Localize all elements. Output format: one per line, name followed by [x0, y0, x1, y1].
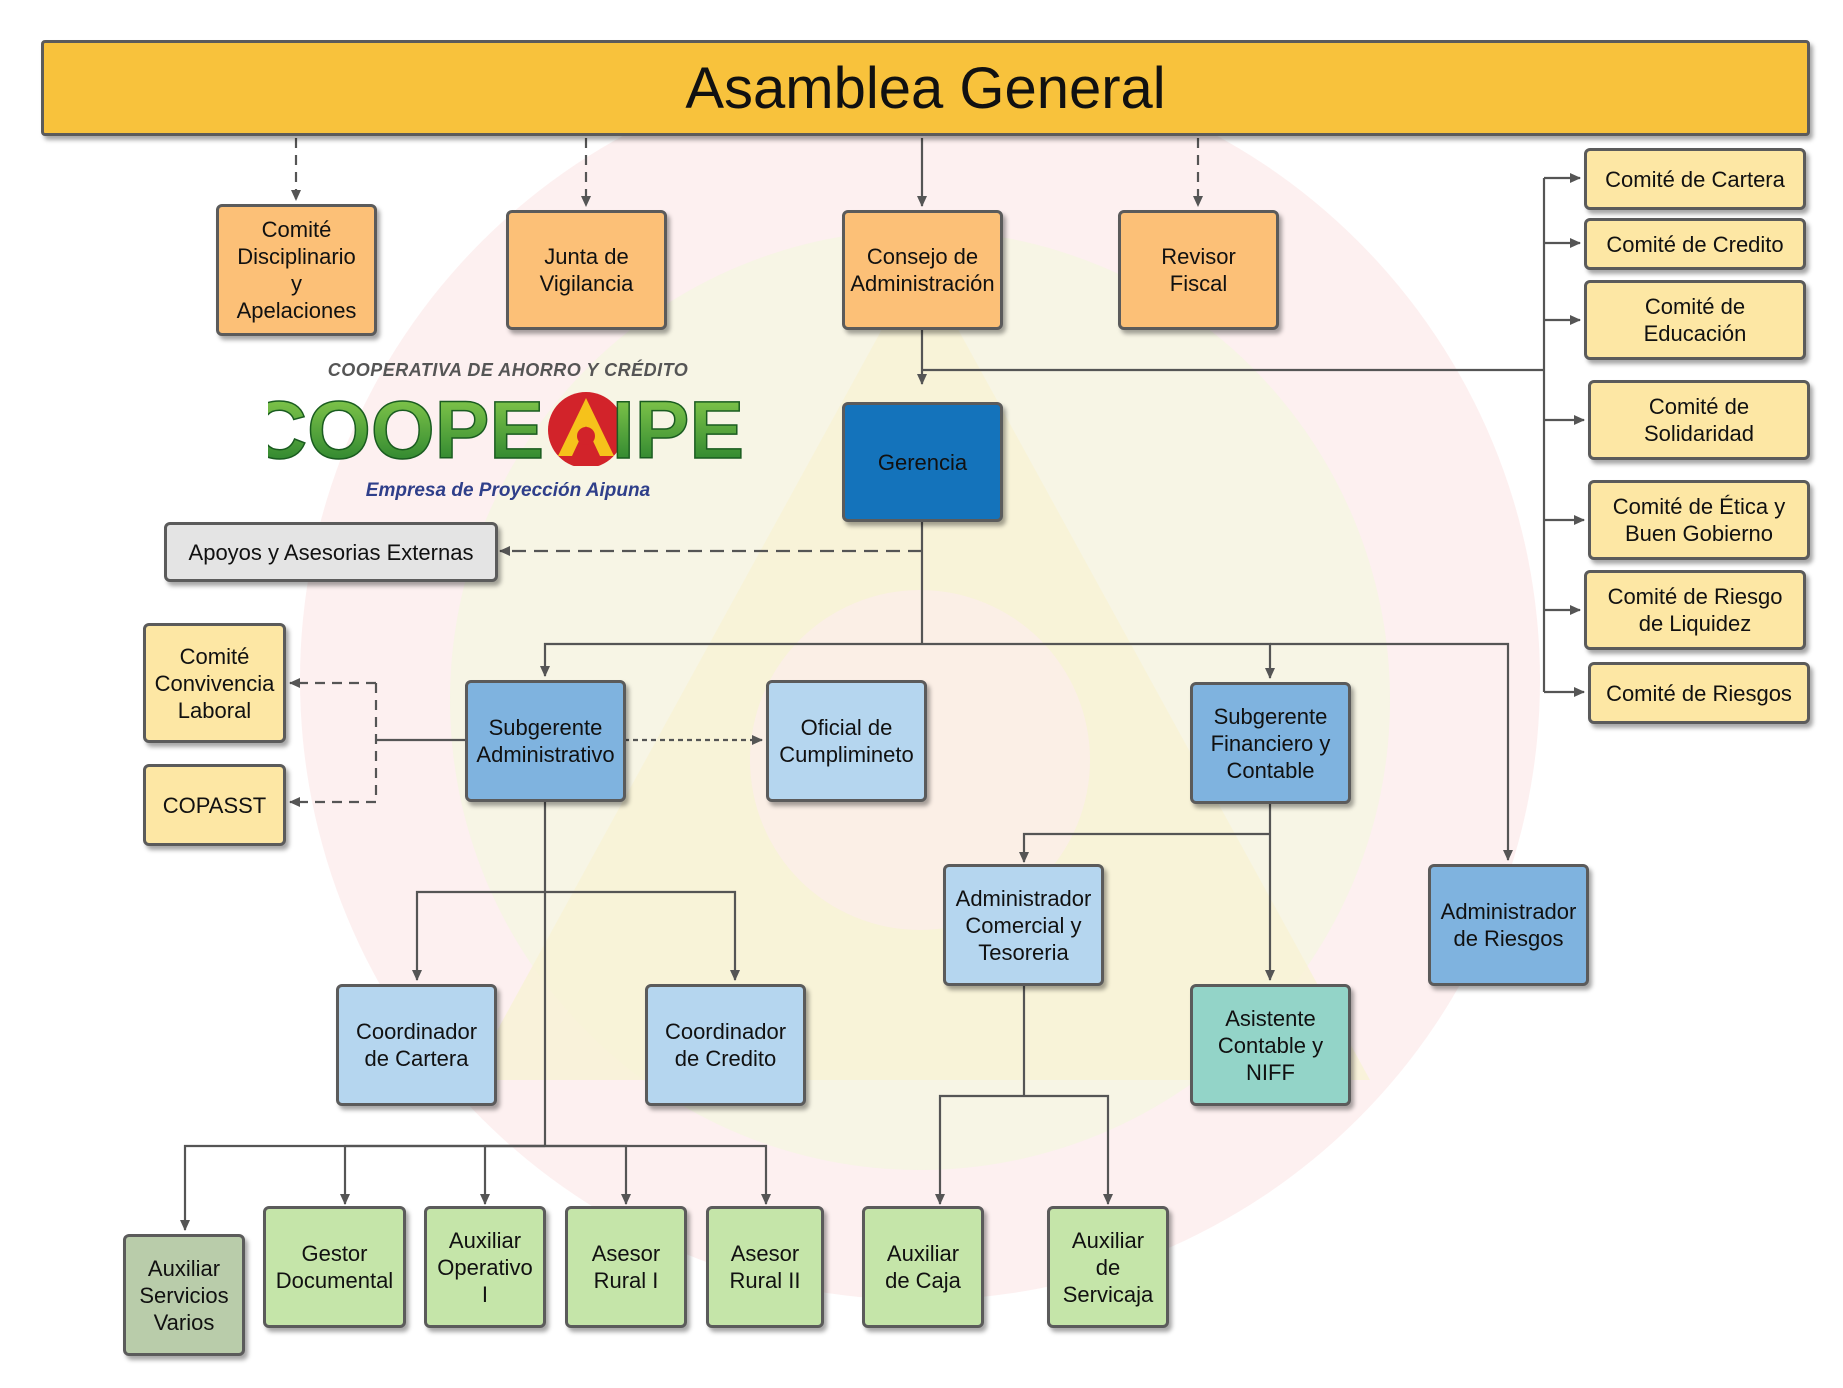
coordinador-credito-box: Coordinador de Credito — [645, 984, 806, 1106]
comite-solidaridad-box: Comité de Solidaridad — [1588, 380, 1810, 460]
logo-tagline: Empresa de Proyección Aipuna — [365, 480, 651, 501]
subgerente-administrativo-box: Subgerente Administrativo — [465, 680, 626, 802]
consejo-administracion-box: Consejo de Administración — [842, 210, 1003, 330]
administrador-riesgos-box: Administrador de Riesgos — [1428, 864, 1589, 986]
coordinador-cartera-box: Coordinador de Cartera — [336, 984, 497, 1106]
comite-cartera-box: Comité de Cartera — [1584, 148, 1806, 210]
comite-convivencia-box: Comité Convivencia Laboral — [143, 623, 286, 743]
auxiliar-servicios-varios-box: Auxiliar Servicios Varios — [123, 1234, 245, 1356]
gestor-documental-box: Gestor Documental — [263, 1206, 406, 1328]
comite-educacion-box: Comité de Educación — [1584, 280, 1806, 360]
gerencia-box: Gerencia — [842, 402, 1003, 522]
asistente-contable-box: Asistente Contable y NIFF — [1190, 984, 1351, 1106]
svg-text:IPE: IPE — [612, 386, 744, 466]
comite-etica-box: Comité de Ética y Buen Gobierno — [1588, 480, 1810, 560]
svg-text:COOPE: COOPE — [268, 386, 544, 466]
coopeaipe-logo: COOPERATIVA DE AHORRO Y CRÉDITO COOPE IP… — [268, 360, 748, 510]
subgerente-financiero-box: Subgerente Financiero y Contable — [1190, 682, 1351, 804]
administrador-comercial-box: Administrador Comercial y Tesoreria — [943, 864, 1104, 986]
comite-disciplinario-box: Comité Disciplinario y Apelaciones — [216, 204, 377, 336]
auxiliar-servicaja-box: Auxiliar de Servicaja — [1047, 1206, 1169, 1328]
asesor-rural-2-box: Asesor Rural II — [706, 1206, 824, 1328]
oficial-cumplimiento-box: Oficial de Cumplimineto — [766, 680, 927, 802]
copasst-box: COPASST — [143, 764, 286, 846]
auxiliar-caja-box: Auxiliar de Caja — [862, 1206, 984, 1328]
comite-credito-box: Comité de Credito — [1584, 218, 1806, 270]
apoyos-asesorias-box: Apoyos y Asesorias Externas — [164, 522, 498, 582]
asamblea-general-header: Asamblea General — [41, 40, 1810, 136]
logo-top-text: COOPERATIVA DE AHORRO Y CRÉDITO — [327, 360, 689, 380]
junta-vigilancia-box: Junta de Vigilancia — [506, 210, 667, 330]
auxiliar-operativo-box: Auxiliar Operativo I — [424, 1206, 546, 1328]
comite-riesgos-box: Comité de Riesgos — [1588, 662, 1810, 724]
asesor-rural-1-box: Asesor Rural I — [565, 1206, 687, 1328]
revisor-fiscal-box: Revisor Fiscal — [1118, 210, 1279, 330]
comite-riesgo-liquidez-box: Comité de Riesgo de Liquidez — [1584, 570, 1806, 650]
logo-wordmark: COOPE IPE — [268, 386, 745, 466]
